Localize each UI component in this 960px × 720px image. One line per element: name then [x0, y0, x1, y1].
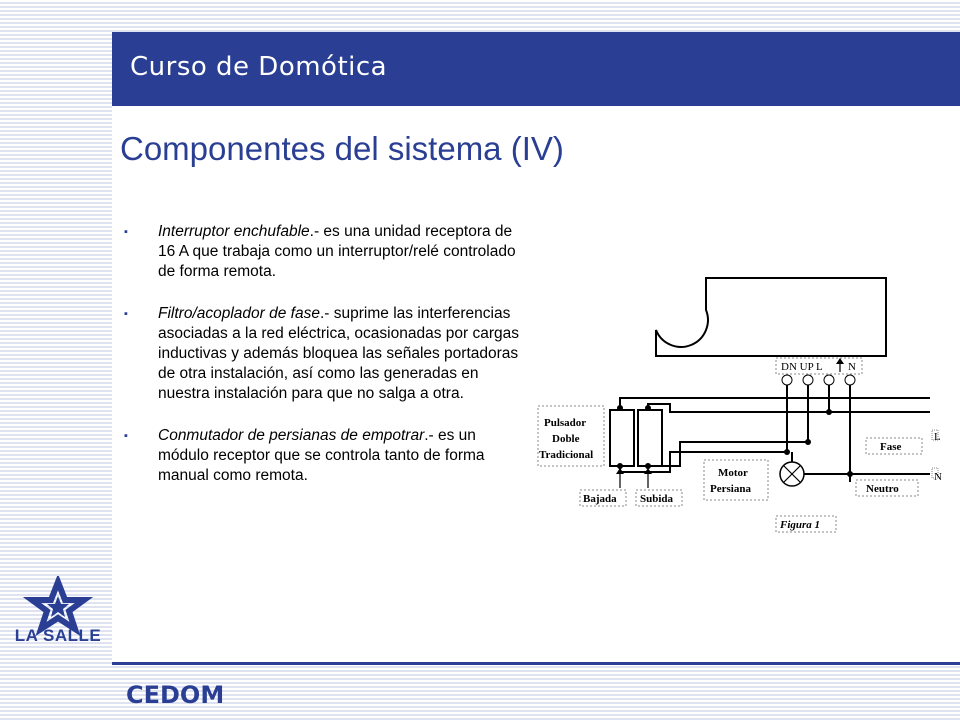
- bullet-marker-icon: ▪: [124, 308, 128, 320]
- left-decorative-strip: [0, 0, 112, 720]
- bullet-marker-icon: ▪: [124, 430, 128, 442]
- terminal-arrowhead-icon: [836, 358, 844, 364]
- subida-arrowhead-icon: [644, 468, 652, 474]
- terminal-label-n: N: [848, 361, 856, 373]
- bullet-text: .- suprime las interferencias asociadas …: [158, 305, 520, 402]
- subida-label: Subida: [640, 493, 674, 505]
- header-band: [112, 32, 960, 106]
- bullet-term: Filtro/acoplador de fase: [158, 305, 320, 322]
- figure-caption-box: [775, 515, 837, 533]
- fase-label-box: [865, 437, 923, 455]
- bullet-term: Conmutador de persianas de empotrar: [158, 427, 425, 444]
- terminal-n: [844, 374, 856, 386]
- terminal-end-n: [931, 467, 939, 479]
- bajada-arrowhead-icon: [616, 468, 624, 474]
- subida-label-box: [635, 489, 683, 507]
- fase-label: Fase: [880, 441, 902, 453]
- footer-divider: [112, 662, 960, 665]
- footer-text: CEDOM: [126, 681, 225, 709]
- device-housing: [655, 277, 887, 357]
- la-salle-star-logo: [22, 576, 94, 637]
- junction: [805, 439, 811, 445]
- motor-cross-b: [783, 465, 801, 483]
- pulsador-label: Pulsador: [544, 417, 586, 429]
- terminal-l: [823, 374, 835, 386]
- bullet-text: .- es una unidad receptora de 16 A que t…: [158, 223, 516, 280]
- wire-phase-top-b: [647, 403, 930, 413]
- bajada-label: Bajada: [583, 493, 617, 505]
- junction: [847, 471, 853, 477]
- line-label-n: N: [934, 471, 942, 483]
- neutro-label-box: [855, 479, 919, 497]
- pulsador-right: [637, 409, 663, 467]
- junction: [784, 449, 790, 455]
- junction: [617, 463, 623, 469]
- pulsador-label-box: [537, 405, 605, 467]
- junction: [645, 463, 651, 469]
- line-label-l: L: [934, 431, 941, 443]
- bullet-text: .- es un módulo receptor que se controla…: [158, 427, 485, 484]
- terminal-dn: [781, 374, 793, 386]
- terminal-labels: DN UP L: [781, 361, 823, 373]
- bullet-list: ▪ Interruptor enchufable.- es una unidad…: [120, 222, 530, 508]
- bullet-marker-icon: ▪: [124, 226, 128, 238]
- terminal-end-l: [931, 429, 939, 441]
- terminal-up: [802, 374, 814, 386]
- pulsador-left: [609, 409, 635, 467]
- motor-label-box: [703, 459, 769, 501]
- motor-label: Motor: [718, 467, 748, 479]
- bullet-item: ▪ Interruptor enchufable.- es una unidad…: [120, 222, 530, 282]
- wiring-diagram: DN UP L N Pulsador Doble Tradicional Baj…: [537, 277, 942, 533]
- top-decorative-strip: [112, 0, 960, 32]
- pulsador-label: Doble: [552, 433, 580, 445]
- logo-text: LA SALLE: [14, 626, 102, 645]
- junction: [617, 405, 623, 411]
- wire-subida: [648, 441, 808, 467]
- junction: [826, 409, 832, 415]
- bajada-label-box: [579, 489, 627, 507]
- bullet-item: ▪ Conmutador de persianas de empotrar.- …: [120, 426, 530, 486]
- slide-title: Componentes del sistema (IV): [120, 130, 564, 167]
- bullet-term: Interruptor enchufable: [158, 223, 310, 240]
- terminal-box: [775, 357, 863, 375]
- motor-label: Persiana: [710, 483, 751, 495]
- footer-band: [112, 665, 960, 720]
- figure-caption: Figura 1: [779, 519, 820, 531]
- course-title: Curso de Domótica: [130, 52, 388, 82]
- neutro-label: Neutro: [866, 483, 899, 495]
- junction: [645, 405, 651, 411]
- pulsador-label: Tradicional: [539, 449, 593, 461]
- bullet-item: ▪ Filtro/acoplador de fase.- suprime las…: [120, 304, 530, 404]
